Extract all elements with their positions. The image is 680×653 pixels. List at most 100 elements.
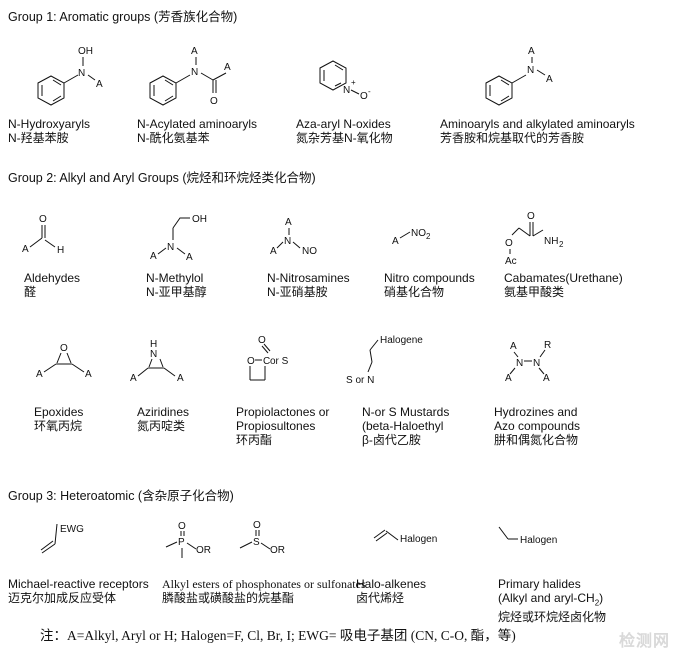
structure-n-methylol: OH N A A xyxy=(150,214,207,263)
svg-text:N: N xyxy=(343,85,350,96)
structure-hydrazine: A N A N R A xyxy=(505,340,551,384)
watermark: 检测网 xyxy=(618,633,670,650)
svg-text:A: A xyxy=(85,369,92,380)
svg-text:A: A xyxy=(543,373,550,384)
svg-text:N: N xyxy=(150,349,157,360)
svg-text:N: N xyxy=(516,358,523,369)
svg-text:O: O xyxy=(527,211,535,222)
svg-text:O: O xyxy=(505,238,513,249)
svg-text:-: - xyxy=(368,87,371,96)
group3-heading: Group 3: Heteroatomic (含杂原子化合物) xyxy=(8,489,234,503)
label-carbamates: Cabamates(Urethane)氨基甲酸类 xyxy=(504,271,623,299)
svg-text:O: O xyxy=(60,343,68,354)
structure-n-acylated-aminoaryl: N A O A xyxy=(149,46,231,107)
svg-text:A: A xyxy=(150,251,157,262)
svg-text:A: A xyxy=(505,373,512,384)
svg-text:Halogen: Halogen xyxy=(400,534,437,545)
svg-text:N: N xyxy=(284,236,291,247)
label-alkyl-esters: Alkyl esters of phosphonates or sulfonat… xyxy=(162,577,366,605)
svg-text:A: A xyxy=(224,62,231,73)
structure-mustard: Halogene S or N xyxy=(346,335,423,386)
svg-text:O: O xyxy=(360,91,368,102)
svg-text:A: A xyxy=(546,74,553,85)
svg-text:S or N: S or N xyxy=(346,375,374,386)
svg-text:NO: NO xyxy=(411,228,426,239)
svg-text:H: H xyxy=(57,245,64,256)
structure-aldehyde: A O H xyxy=(22,214,64,256)
svg-text:A: A xyxy=(285,217,292,228)
structure-halo-alkene: Halogen xyxy=(373,529,437,545)
svg-text:S: S xyxy=(253,537,260,548)
svg-text:N: N xyxy=(533,358,540,369)
structure-aza-aryl-n-oxide: N + O - xyxy=(319,60,371,102)
svg-text:OH: OH xyxy=(78,46,93,57)
svg-text:+: + xyxy=(351,78,356,87)
svg-text:NH: NH xyxy=(544,236,558,247)
svg-text:A: A xyxy=(528,46,535,57)
svg-text:NO: NO xyxy=(302,246,317,257)
structure-epoxide: O A A xyxy=(36,343,92,380)
svg-text:Halogen: Halogen xyxy=(520,535,557,546)
svg-text:O: O xyxy=(247,356,255,367)
svg-text:O: O xyxy=(253,520,261,531)
structure-sulfonate: O S OR xyxy=(239,520,285,556)
svg-text:Halogene: Halogene xyxy=(380,335,423,346)
svg-text:O: O xyxy=(258,335,266,346)
structure-phosphonate: O P OR xyxy=(165,521,211,558)
svg-text:2: 2 xyxy=(426,232,431,241)
structure-propiolactone: O C O or S xyxy=(247,335,289,381)
svg-text:2: 2 xyxy=(559,240,564,249)
svg-text:OR: OR xyxy=(196,545,211,556)
svg-text:O: O xyxy=(210,96,218,107)
svg-text:H: H xyxy=(150,339,157,350)
svg-text:P: P xyxy=(178,537,185,548)
svg-text:or S: or S xyxy=(270,356,289,367)
structure-nitro: A NO 2 xyxy=(392,228,431,247)
structure-carbamate: O Ac O NH 2 xyxy=(505,211,564,267)
svg-text:N: N xyxy=(78,68,85,79)
structure-n-nitrosamine: A N A NO xyxy=(270,217,317,257)
svg-text:O: O xyxy=(39,214,47,225)
group2-heading: Group 2: Alkyl and Aryl Groups (烷烃和环烷烃类化… xyxy=(8,171,316,185)
svg-text:A: A xyxy=(36,369,43,380)
svg-text:A: A xyxy=(270,246,277,257)
svg-text:A: A xyxy=(191,46,198,57)
structure-n-hydroxyaryl: N OH A xyxy=(37,46,103,106)
structure-aziridine: H N A A xyxy=(130,339,184,384)
svg-text:A: A xyxy=(177,373,184,384)
svg-text:C: C xyxy=(263,356,270,367)
structure-michael-acceptor: EWG xyxy=(40,523,84,554)
svg-text:Ac: Ac xyxy=(505,256,517,267)
svg-text:R: R xyxy=(544,340,551,351)
svg-text:A: A xyxy=(22,244,29,255)
group1-heading: Group 1: Aromatic groups (芳香族化合物) xyxy=(8,10,238,24)
svg-text:EWG: EWG xyxy=(60,524,84,535)
structure-aminoaryl: N A A xyxy=(485,46,553,106)
footnote: 注：A=Alkyl, Aryl or H; Halogen=F, Cl, Br,… xyxy=(40,628,516,643)
svg-text:A: A xyxy=(96,79,103,90)
svg-text:A: A xyxy=(130,373,137,384)
svg-text:OH: OH xyxy=(192,214,207,225)
svg-text:N: N xyxy=(527,65,534,76)
svg-text:A: A xyxy=(510,341,517,352)
svg-text:O: O xyxy=(178,521,186,532)
svg-text:A: A xyxy=(392,236,399,247)
svg-text:A: A xyxy=(186,252,193,263)
label-primary-halides: Primary halides(Alkyl and aryl-CH2)烷烃或环烷… xyxy=(498,577,607,625)
